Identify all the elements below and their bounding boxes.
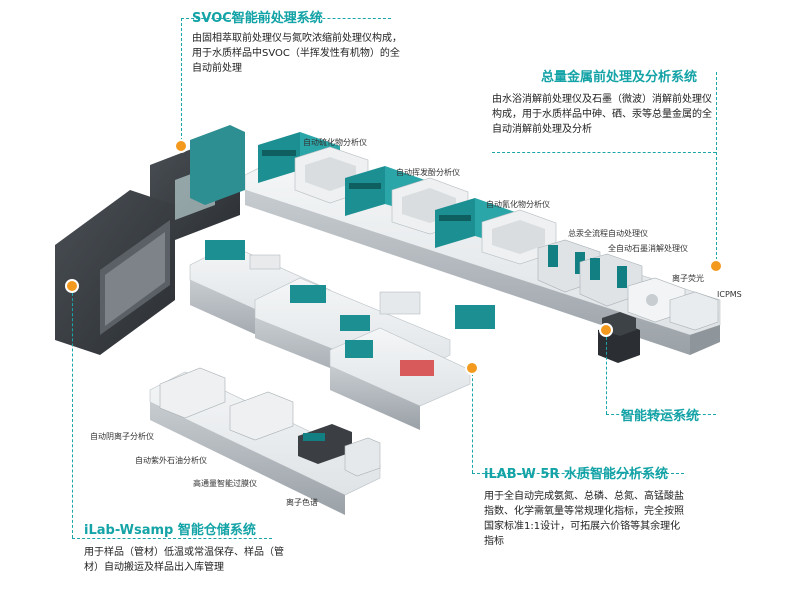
svoc-system-desc: 由固相萃取前处理仪与氮吹浓缩前处理仪构成，用于水质样品中SVOC（半挥发性有机物… [192, 33, 402, 74]
svoc-system-title: SVOC智能前处理系统 [192, 11, 323, 26]
transport-connector-vertical [606, 332, 607, 414]
label-uv-oil-analyzer: 自动紫外石油分析仪 [135, 456, 207, 465]
wsamp-connector-horizontal [72, 538, 272, 539]
label-icpms: ICPMS [717, 290, 742, 299]
transport-marker [599, 323, 613, 337]
metal-system-desc: 由水浴消解前处理仪及石墨（微波）消解前处理仪构成，用于水质样品中砷、硒、汞等总量… [492, 94, 712, 135]
svoc-marker [174, 139, 188, 153]
label-atomic-fluorescence: 离子荧光 [672, 274, 704, 283]
wsamp-system-title: iLab-Wsamp 智能仓储系统 [84, 523, 256, 538]
metal-marker [709, 259, 723, 273]
metal-connector-horizontal [492, 152, 716, 153]
label-ion-chromatography: 离子色谱 [286, 498, 318, 507]
label-mercury-processor: 总汞全流程自动处理仪 [568, 229, 648, 238]
svoc-connector-vertical [181, 18, 182, 146]
wsamp-system-desc: 用于样品（管材）低温或常温保存、样品（管材）自动搬运及样品出入库管理 [84, 547, 284, 573]
ilabw-marker [465, 361, 479, 375]
label-graphite-digester: 全自动石墨消解处理仪 [608, 244, 688, 253]
icpms-unit [669, 291, 719, 331]
label-phenol-analyzer: 自动挥发酚分析仪 [396, 168, 460, 177]
ilabw-system-desc: 用于全自动完成氨氮、总磷、总氮、高锰酸盐指数、化学需氧量等常规理化指标，完全按照… [484, 491, 684, 547]
ilabw-connector-horizontal [472, 473, 684, 474]
ilabw-bench-right [329, 305, 495, 430]
ilabw-system-title: iLAB-W 5R 水质智能分析系统 [484, 467, 668, 482]
wsamp-bench [149, 367, 381, 515]
label-membrane-filter: 高通量智能过膜仪 [193, 479, 257, 488]
svoc-connector-top [181, 18, 391, 19]
label-sulfide-analyzer: 自动硫化物分析仪 [303, 138, 367, 147]
transport-connector-horizontal [606, 414, 716, 415]
storage-cabinet [55, 190, 175, 355]
transport-system-title: 智能转运系统 [621, 409, 700, 424]
ilabw-connector-vertical [472, 368, 473, 473]
label-cyanide-analyzer: 自动氰化物分析仪 [486, 200, 550, 209]
metal-system-title: 总量金属前处理及分析系统 [541, 70, 698, 85]
cyanide-analyzer-hood [481, 209, 557, 265]
wsamp-marker [65, 279, 79, 293]
wsamp-connector-vertical [72, 288, 73, 538]
metal-connector-vertical [716, 72, 717, 270]
label-anion-analyzer: 自动阴离子分析仪 [90, 432, 154, 441]
